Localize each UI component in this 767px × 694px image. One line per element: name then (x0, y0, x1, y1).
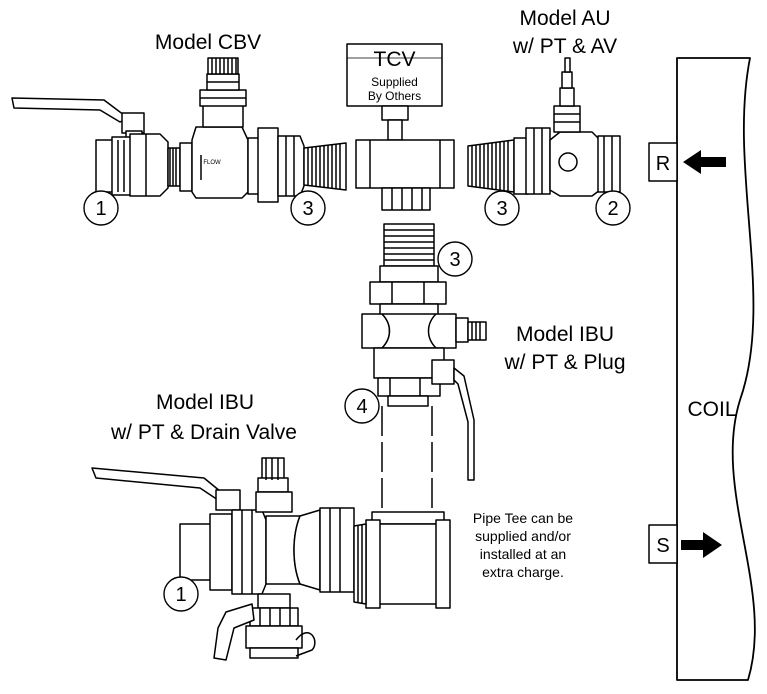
ibu-drain-valve (213, 593, 316, 661)
coil-label: COIL (687, 398, 737, 421)
cbv-top-fitting (199, 57, 247, 128)
model-au-label-line2: w/ PT & AV (512, 35, 618, 58)
callout-3b: 3 (496, 198, 507, 220)
tcv-by-others: By Others (367, 89, 422, 103)
model-ibu-plug-line2: w/ PT & Plug (504, 351, 626, 374)
supply-port-box (648, 524, 678, 564)
callout-circle-2 (595, 190, 631, 226)
pipe-tee-note-3: installed at an (479, 546, 567, 562)
callout-1b: 1 (175, 584, 186, 606)
pipe-tee-note-2: supplied and/or (475, 528, 571, 544)
callout-3a: 3 (302, 198, 313, 220)
ibu-drain-handle (91, 467, 241, 511)
tcv-title: TCV (373, 48, 416, 71)
pipe-tee-note-1: Pipe Tee can be (472, 510, 574, 526)
ibu-plug-handle (431, 359, 475, 481)
return-port-label: R (656, 153, 670, 175)
supply-arrow-icon (681, 532, 722, 558)
au-threaded-end (467, 139, 515, 193)
ibu-drain-left-cap (179, 523, 213, 581)
cbv-ball-valve-body (95, 133, 169, 197)
callout-circle-3c (437, 241, 473, 277)
model-cbv-label: Model CBV (154, 31, 262, 54)
ibu-drain-ball-valve (209, 509, 267, 595)
ibu-plug-union (369, 265, 447, 317)
cbv-ball-valve-handle (11, 97, 145, 140)
cbv-right-union (247, 127, 305, 203)
cbv-union-nut (167, 142, 193, 192)
callout-circle-1a (83, 190, 119, 226)
ibu-plug-stem (381, 395, 433, 514)
callout-4: 4 (356, 396, 367, 418)
callout-2: 2 (607, 198, 618, 220)
tcv-supplied: Supplied (371, 75, 418, 89)
callout-3c: 3 (449, 249, 460, 271)
return-arrow-icon (683, 150, 726, 174)
callout-1a: 1 (95, 198, 106, 220)
supply-port-label: S (656, 535, 669, 557)
coil-outline (676, 57, 756, 681)
callout-circle-3a (290, 190, 326, 226)
tcv-valve-body (355, 105, 455, 211)
model-ibu-drain-line2: w/ PT & Drain Valve (111, 421, 297, 444)
ibu-plug-body (361, 313, 487, 397)
model-au-label-line1: Model AU (519, 7, 611, 30)
au-pt-port (553, 57, 581, 133)
au-union (513, 127, 551, 195)
callout-circle-1b (163, 576, 199, 612)
ibu-plug-threaded-top (383, 223, 435, 267)
return-port-box (648, 142, 678, 182)
pipe-tee-note-4: extra charge. (482, 564, 564, 580)
model-ibu-plug-line1: Model IBU (515, 323, 615, 346)
flow-tag: FLOW (203, 160, 221, 166)
cbv-threaded-end (303, 142, 347, 191)
pipe-tee (365, 511, 451, 609)
model-ibu-drain-line1: Model IBU (155, 391, 255, 414)
callout-circle-3b (484, 190, 520, 226)
au-valve-body (549, 131, 621, 197)
ibu-drain-pt-port (255, 457, 293, 513)
callout-circle-4 (344, 388, 380, 424)
ibu-drain-body (265, 507, 367, 605)
